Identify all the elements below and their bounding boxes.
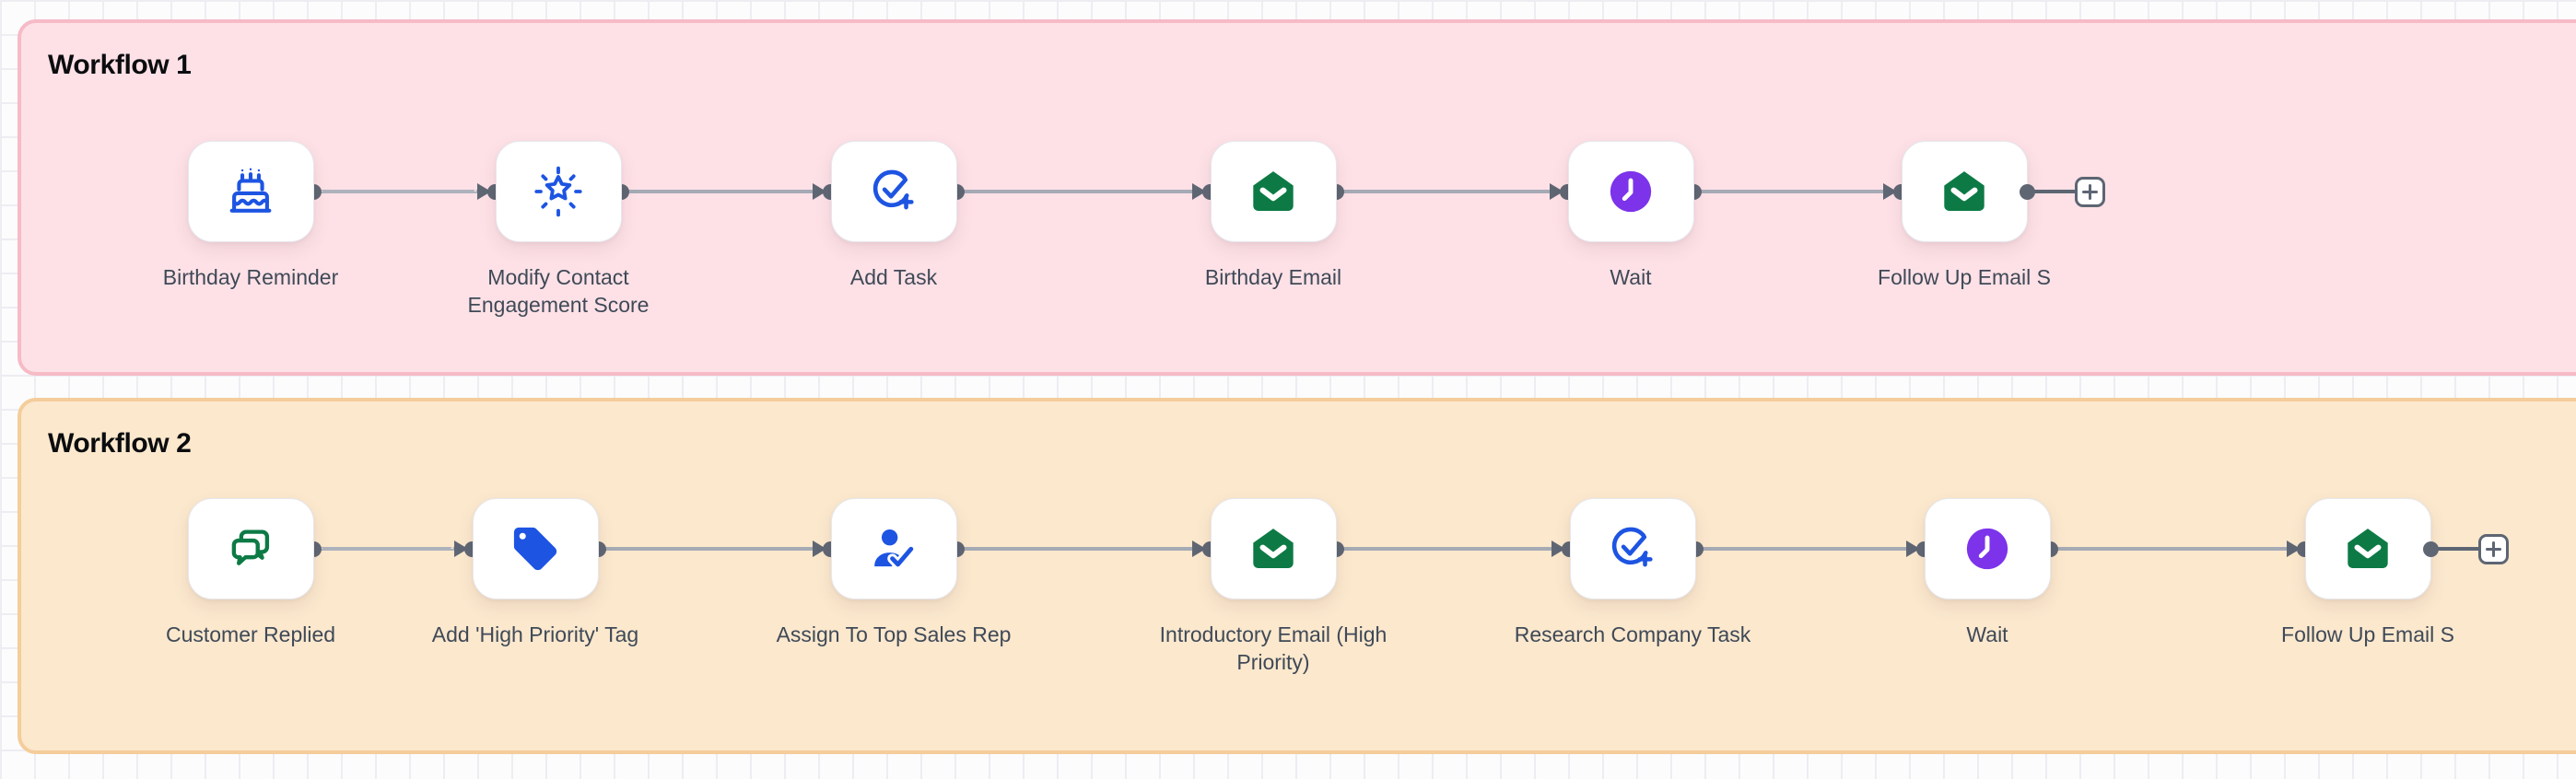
workflow-node[interactable] [1567,141,1694,242]
workflow-connector [614,182,838,201]
workflow-connector [306,540,480,558]
workflow-node[interactable] [1210,498,1337,599]
add-step-connector-line [2027,190,2077,193]
workflow-lane-title: Workflow 1 [48,50,192,80]
workflow-connector [949,540,1218,558]
email-icon [2342,523,2394,575]
workflow-node[interactable] [187,498,314,599]
workflow-node[interactable] [1569,498,1696,599]
birthday-cake-icon [224,165,277,218]
workflow-node[interactable] [472,498,599,599]
clock-icon [1605,166,1657,217]
workflow-node-label: Add 'High Priority' Tag [431,622,639,646]
workflow-node[interactable] [2304,498,2431,599]
workflow-node-label: Wait [1610,265,1652,289]
workflow-node-label: Customer Replied [165,622,336,646]
plus-icon [2485,541,2501,557]
workflow-node-label: Follow Up Email S [2281,622,2454,646]
add-step-button[interactable] [2477,533,2509,564]
workflow-node-label: Birthday Email [1204,265,1342,289]
plus-icon [2081,183,2098,200]
connector-line [319,190,478,193]
workflow-lane-title: Workflow 2 [48,428,192,459]
person-check-icon [867,522,920,576]
workflow-connector [949,182,1218,201]
task-check-plus-icon [1606,522,1659,576]
workflow-node[interactable] [830,141,957,242]
connector-line [1341,190,1551,193]
chat-bubbles-icon [224,522,277,576]
tag-icon [509,523,561,575]
workflow-connector [1686,182,1909,201]
workflow-node-label: Add Task [849,265,938,289]
workflow-node-label: Research Company Task [1514,622,1751,646]
workflow-node[interactable] [1901,141,2028,242]
connector-line [1701,547,1907,551]
workflow-connector [1329,540,1577,558]
connection-handle[interactable] [2020,183,2035,200]
workflow-node-label: Wait [1966,622,2008,646]
clock-icon [1961,523,2013,575]
workflow-connector [2043,540,2313,558]
connection-handle[interactable] [2423,541,2439,557]
connector-line [319,547,455,551]
connector-line [603,547,814,551]
add-step-button[interactable] [2074,176,2105,207]
connector-line [962,190,1193,193]
workflow-connector [1688,540,1932,558]
workflow-connector [306,182,503,201]
workflow-node-label: Birthday Reminder [162,265,339,289]
workflow-node-label: Introductory Email (High Priority) [1159,622,1388,674]
workflow-node-label: Assign To Top Sales Rep [776,622,1012,646]
workflow-node[interactable] [1924,498,2051,599]
workflow-node[interactable] [495,141,622,242]
email-icon [1938,166,1990,217]
workflow-connector [591,540,838,558]
workflow-node-label: Follow Up Email S [1878,265,2051,289]
connector-line [962,547,1193,551]
connector-line [2055,547,2288,551]
sparkle-star-icon [532,165,585,218]
connector-line [1699,190,1884,193]
workflow-node-label: Modify Contact Engagement Score [467,265,650,317]
workflow-node[interactable] [1210,141,1337,242]
email-icon [1247,166,1299,217]
email-icon [1247,523,1299,575]
add-step-connector-line [2430,547,2480,551]
workflow-node[interactable] [187,141,314,242]
workflow-node[interactable] [830,498,957,599]
connector-line [1341,547,1552,551]
connector-line [626,190,814,193]
workflow-connector [1329,182,1575,201]
task-check-plus-icon [867,165,920,218]
